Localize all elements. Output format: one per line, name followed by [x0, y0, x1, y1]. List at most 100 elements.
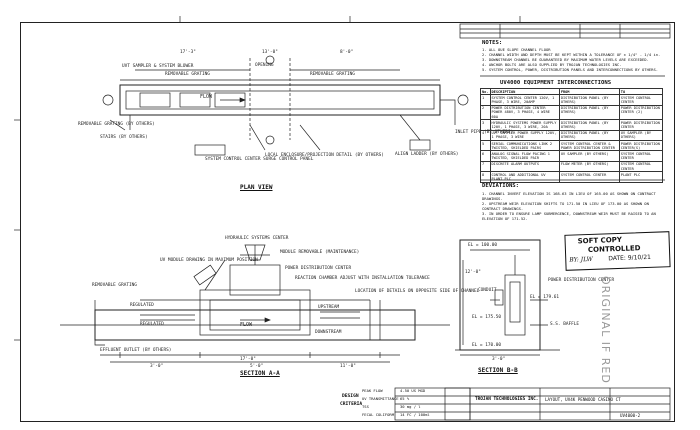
local-enclosure-label: LOCAL ENCLOSURE/PROJECTION DETAIL (BY OT… [265, 153, 384, 158]
original-if-red-mark: ORIGINAL IF RED [599, 276, 612, 384]
section-dim-total: 17'-0" [240, 357, 256, 362]
stamp-line-1: SOFT COPY [577, 235, 623, 246]
downstream-label: DOWNSTREAM [315, 330, 342, 335]
table-cell: DISCRETE ALARM OUTPUTS [489, 160, 560, 173]
el-top-label: EL = 100.00 [468, 243, 498, 248]
uvt-label: UV TRANSMITTANCE [362, 396, 399, 401]
plan-view-title: PLAN VIEW [240, 184, 273, 191]
tss-label: TSS [362, 404, 369, 409]
el-mid-label: EL = 179.61 [530, 295, 560, 300]
table-cell: 4 [480, 129, 491, 142]
table-cell: 7 [480, 160, 491, 173]
section-dim-c: 11'-0" [340, 364, 356, 369]
section-dim-a: 3'-0" [150, 364, 164, 369]
deviation-item: 2. UPSTREAM WEIR ELEVATION SHIFTS TO 171… [482, 201, 649, 211]
design-criteria-heading-2: CRITERIA [340, 402, 363, 407]
uvt-value: 65 % [400, 396, 410, 401]
plan-dim-a: 17'-3" [180, 50, 196, 55]
table-cell: SYSTEM CONTROL CENTER & POWER DISTRIBUTI… [558, 140, 620, 152]
system-control-center-label: SYSTEM CONTROL CENTER SURGE CONTROL PANE… [205, 157, 314, 162]
deviations-heading: DEVIATIONS: [482, 183, 520, 189]
table-cell: UVT SAMPLER POWER SUPPLY 120V, 1 PHASE, … [489, 129, 560, 142]
effluent-outlet-label: EFFLUENT OUTLET (BY OTHERS) [100, 348, 172, 353]
stamp-line-2: CONTROLLED [587, 244, 641, 255]
uv-module-drawing-label: UV MODULE DRAWING IN MAXIMUM POSITION [160, 258, 258, 263]
table-cell: 2 [480, 104, 491, 121]
stamp-date-label: DATE: [608, 254, 627, 263]
regulated-label: REGULATED [130, 303, 154, 308]
removable-grating-left-label: REMOVABLE GRATING (BY OTHERS) [78, 122, 155, 127]
align-ladder-label: ALIGN LADDER (BY OTHERS) [395, 152, 459, 157]
table-cell: FLOW METER (BY OTHERS) [558, 160, 620, 173]
peak-flow-value: 4.50 US MGD [400, 388, 426, 393]
table-cell: 8 [480, 171, 491, 183]
table-cell: DISTRIBUTION PANEL (BY OTHERS) [558, 119, 620, 131]
deviation-item: 1. CHANNEL INVERT ELEVATION IS 168.63 IN… [482, 191, 656, 201]
table-cell: SYSTEM CONTROL CENTER 120V, 1 PHASE, 3 W… [489, 94, 560, 106]
hydraulic-systems-label: HYDRAULIC SYSTEMS CENTER [225, 236, 289, 241]
deviations-list: 1. CHANNEL INVERT ELEVATION IS 168.63 IN… [482, 191, 664, 221]
uv-sampler-label: UVT SAMPLER & SYSTEM BLOWER [122, 64, 194, 69]
table-cell: POWER DISTRIBUTION CENTER [618, 119, 664, 131]
power-center-label: POWER DISTRIBUTION CENTER [548, 278, 615, 283]
el-low-label: EL = 175.50 [472, 315, 502, 320]
tss-value: 30 mg / l [400, 404, 421, 409]
section-aa-title: SECTION A-A [240, 370, 280, 377]
stairs-label: STAIRS (BY OTHERS) [100, 135, 148, 140]
table-cell: HYDRAULIC SYSTEMS POWER SUPPLY 120V, 1 P… [489, 119, 560, 131]
stamp-date-value: 9/10/21 [627, 253, 652, 262]
deviation-item: 3. IN ORDER TO ENSURE LAMP SUBMERGENCE, … [482, 211, 656, 221]
section-aa-grating-label: REMOVABLE GRATING [92, 283, 137, 288]
table-cell: CONTROL AND ADDITIONAL UV PLANT PLC [489, 171, 560, 183]
equipment-table-heading: UV4000 EQUIPMENT INTERCONNECTIONS [500, 80, 612, 86]
table-cell: PLANT PLC [618, 171, 664, 183]
table-cell: 1 [480, 94, 491, 106]
company-name: TROJAN TECHNOLOGIES INC. [475, 397, 539, 402]
drawing-number: UV4000-2 [620, 413, 641, 418]
table-cell: POWER DISTRIBUTION CENTER (2) [618, 104, 664, 121]
location-details-label: LOCATION OF DETAILS ON OPPOSITE SIDE OF … [355, 289, 480, 294]
opening-label: OPENING [255, 63, 274, 68]
table-cell: 5 [480, 140, 491, 152]
stamp-date: DATE: 9/10/21 [608, 254, 651, 262]
el-bottom-label: EL = 170.00 [472, 343, 502, 348]
removable-grating-label: REMOVABLE GRATING [165, 72, 210, 77]
table-cell: ANALOG SIGNAL FLOW PACING 1 TWISTED, SHI… [489, 150, 560, 162]
section-bb-title: SECTION B-B [478, 367, 518, 374]
table-cell: DISTRIBUTION PANEL (BY OTHERS) [558, 94, 620, 106]
drawing-title: LAYOUT, UV4K PENWOOD CASINO CT [545, 397, 621, 402]
peak-flow-label: PEAK FLOW [362, 388, 383, 393]
note-item: 1. ALL 8UE SLOPE CHANNEL FLOOR [482, 47, 551, 52]
design-criteria-heading-1: DESIGN [342, 394, 359, 399]
regulated-2-label: REGULATED [140, 322, 164, 327]
notes-heading: NOTES: [482, 40, 503, 46]
table-cell: SYSTEM CONTROL CENTER [558, 171, 620, 183]
coliform-label: FECAL COLIFORM [362, 412, 395, 417]
removable-grating-right-label: REMOVABLE GRATING [310, 72, 355, 77]
power-distribution-label: POWER DISTRIBUTION CENTER [285, 266, 352, 271]
note-item: 5. SYSTEM CONTROL, POWER, DISTRIBUTION P… [482, 67, 659, 72]
table-cell: SYSTEM CONTROL CENTER [618, 94, 664, 106]
table-cell: POWER DISTRIBUTION CENTER(S) [618, 140, 664, 152]
bb-dim-height: 12'-0" [465, 270, 481, 275]
table-cell: UV SAMPLER (BY OTHERS) [558, 150, 620, 162]
table-cell: 6 [480, 150, 491, 162]
upstream-label: UPSTREAM [318, 305, 340, 310]
drawing-border [20, 22, 675, 422]
plan-flow-label: FLOW [200, 94, 213, 100]
table-cell: 3 [480, 119, 491, 131]
section-dim-b: 5'-0" [250, 364, 264, 369]
table-cell: DISTRIBUTION PANEL (BY OTHERS) [558, 104, 620, 121]
soft-copy-stamp: SOFT COPY CONTROLLED BY: JLW DATE: 9/10/… [564, 231, 671, 271]
note-item: 4. ANCHOR BOLTS ARE ALSO SUPPLIED BY TRO… [482, 62, 622, 67]
note-item: 2. CHANNEL WIDTH AND DEPTH MUST BE KEPT … [482, 52, 661, 57]
module-removable-label: MODULE REMOVABLE (MAINTENANCE) [280, 250, 360, 255]
